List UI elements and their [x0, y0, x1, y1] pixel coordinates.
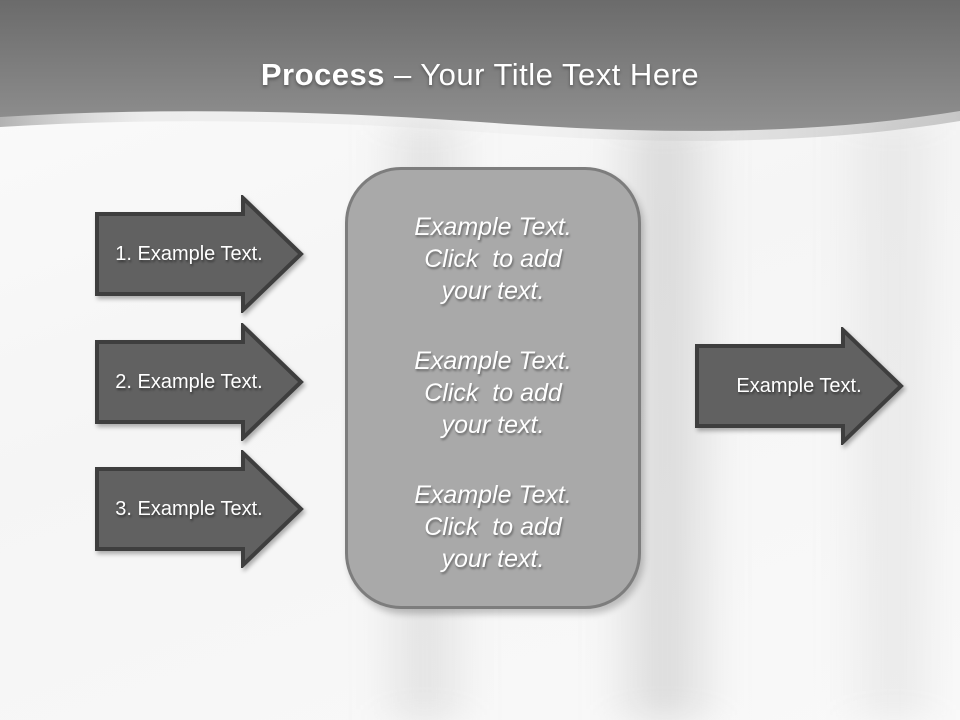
right-arrow-shape-icon — [95, 450, 304, 568]
placeholder-paragraph-2[interactable]: Example Text. Click to add your text. — [414, 347, 572, 439]
header-background — [0, 0, 960, 131]
header-wave-banner — [0, 0, 960, 141]
right-arrow-shape-icon — [695, 327, 904, 445]
slide-title-subtext: – Your Title Text Here — [394, 57, 700, 92]
process-step-arrow-1[interactable]: 1. Example Text. — [94, 195, 304, 313]
right-arrow-shape-icon — [95, 323, 304, 441]
slide-title-keyword: Process — [260, 57, 386, 92]
process-output-label: Example Text. — [736, 374, 862, 397]
placeholder-paragraph-3[interactable]: Example Text. Click to add your text. — [414, 481, 572, 573]
process-output-arrow[interactable]: Example Text. — [694, 327, 904, 445]
process-step-label: 2. Example Text. — [115, 370, 263, 393]
right-arrow-shape-icon — [95, 195, 304, 313]
process-step-label: 3. Example Text. — [115, 497, 263, 520]
center-text-placeholder-box[interactable]: Example Text. Click to add your text. Ex… — [345, 167, 641, 609]
placeholder-paragraph-1[interactable]: Example Text. Click to add your text. — [414, 213, 572, 305]
process-step-arrow-2[interactable]: 2. Example Text. — [94, 323, 304, 441]
slide-title[interactable]: Process– Your Title Text Here — [0, 54, 960, 96]
process-step-label: 1. Example Text. — [115, 242, 263, 265]
process-step-arrow-3[interactable]: 3. Example Text. — [94, 450, 304, 568]
